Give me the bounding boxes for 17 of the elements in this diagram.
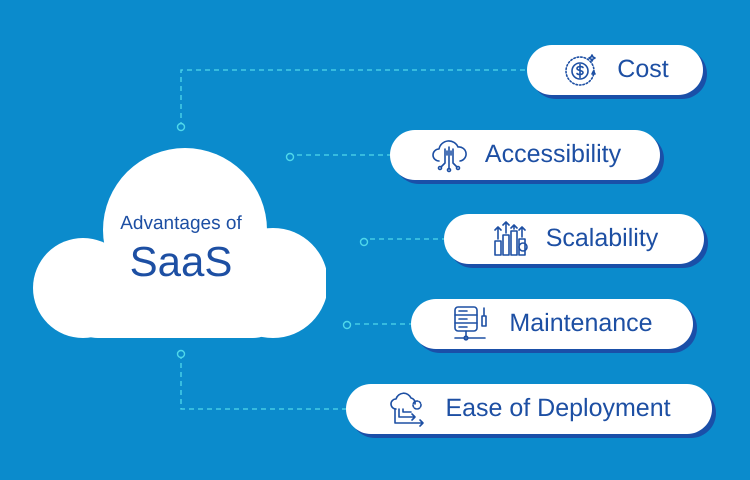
- pill-box: [527, 45, 703, 95]
- pill-box: [390, 130, 660, 180]
- pill-label: Accessibility: [484, 139, 622, 170]
- dashed-connector: [360, 238, 444, 246]
- dashed-connector: [176, 350, 346, 410]
- pill-label: Scalability: [546, 223, 658, 254]
- pill-box: [444, 214, 704, 264]
- pill-label: Cost: [617, 54, 669, 86]
- dashed-connector: [286, 152, 390, 162]
- pill-label: Ease of Deployment: [445, 393, 671, 424]
- cloud-title: SaaS: [130, 236, 232, 287]
- dashed-connector: [342, 320, 411, 330]
- pill-label: Maintenance: [509, 308, 653, 340]
- pill-box: [411, 299, 693, 349]
- dashed-connector: [176, 69, 527, 132]
- pill-box: [346, 384, 712, 434]
- cloud-subtitle: Advantages of: [120, 212, 242, 236]
